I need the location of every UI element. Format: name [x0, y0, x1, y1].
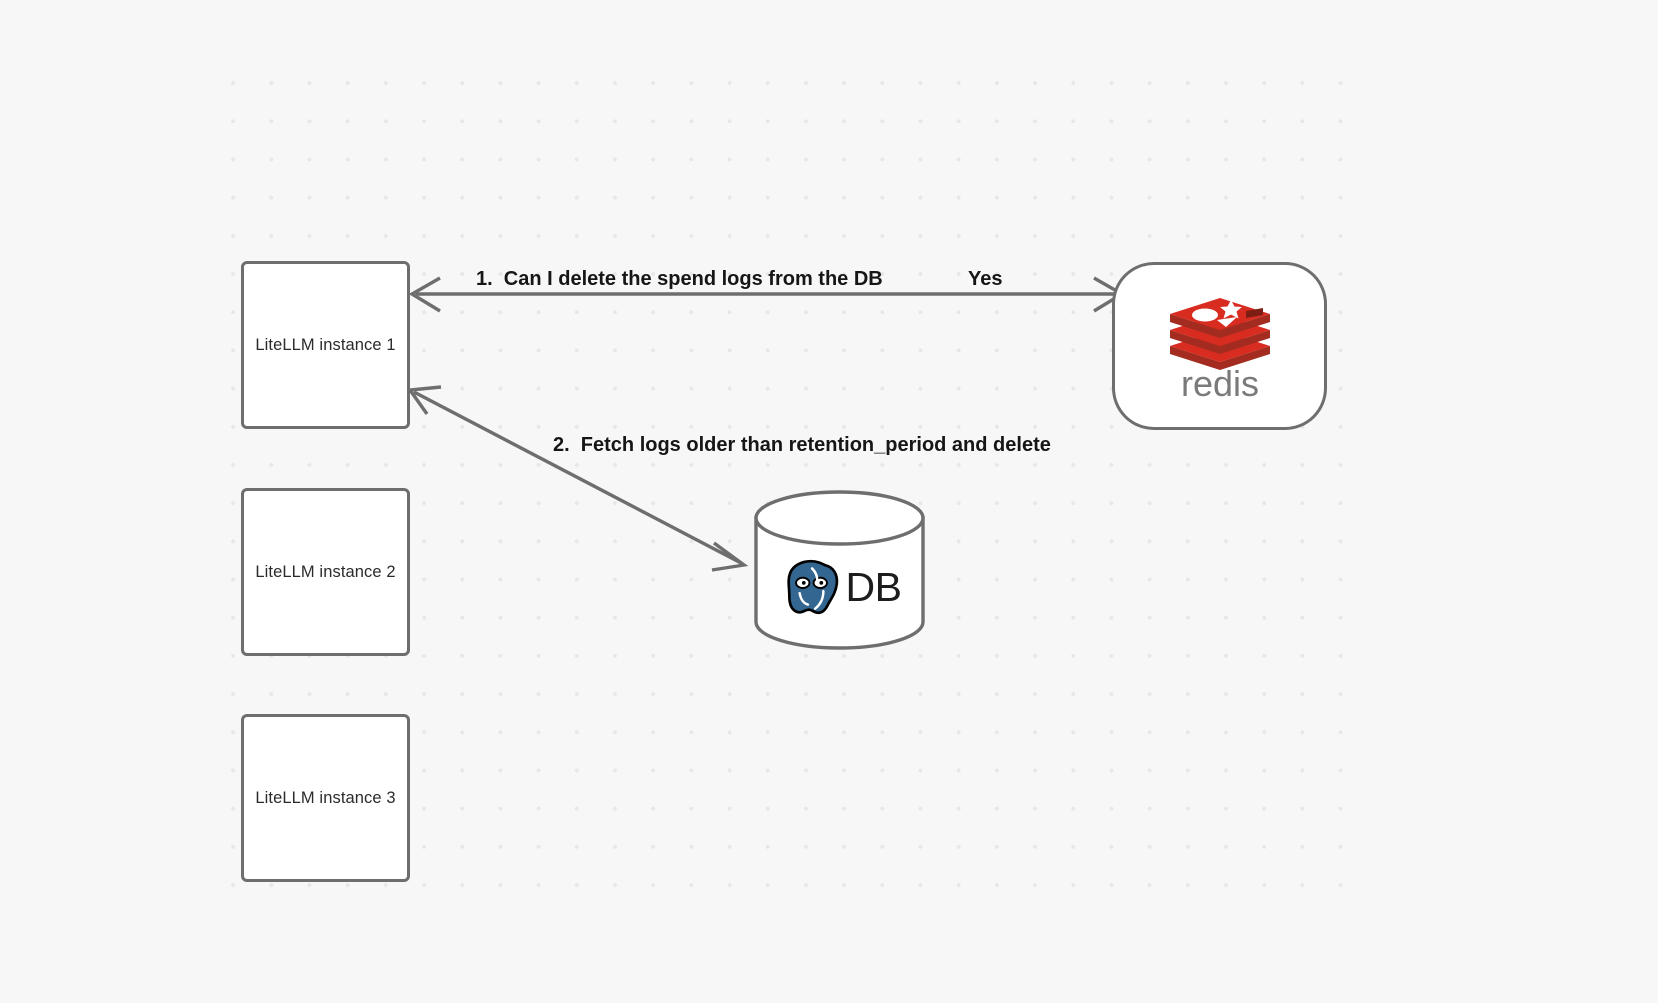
- database-cylinder-shape: [754, 490, 925, 650]
- database-logo-group: DB: [752, 542, 927, 632]
- node-label: LiteLLM instance 1: [255, 335, 396, 354]
- redis-wordmark: redis: [1180, 363, 1258, 404]
- edge-label-step-2: 2. Fetch logs older than retention_perio…: [553, 434, 1051, 456]
- edge-litellm1-db: [406, 385, 749, 572]
- redis-logo-icon: redis: [1169, 297, 1270, 404]
- node-postgres-db[interactable]: DB: [752, 490, 927, 650]
- node-litellm-instance-3[interactable]: LiteLLM instance 3: [241, 714, 410, 882]
- node-litellm-instance-2[interactable]: LiteLLM instance 2: [241, 488, 410, 656]
- edge-label-step-1: 1. Can I delete the spend logs from the …: [476, 268, 883, 290]
- edge-label-yes: Yes: [968, 268, 1003, 290]
- node-redis[interactable]: redis: [1112, 262, 1327, 430]
- postgresql-elephant-icon: [785, 558, 840, 616]
- node-label: LiteLLM instance 3: [255, 788, 396, 807]
- node-litellm-instance-1[interactable]: LiteLLM instance 1: [241, 261, 410, 429]
- redis-stack-icon: [1169, 297, 1270, 370]
- node-label: LiteLLM instance 2: [255, 562, 396, 581]
- database-label: DB: [845, 563, 902, 610]
